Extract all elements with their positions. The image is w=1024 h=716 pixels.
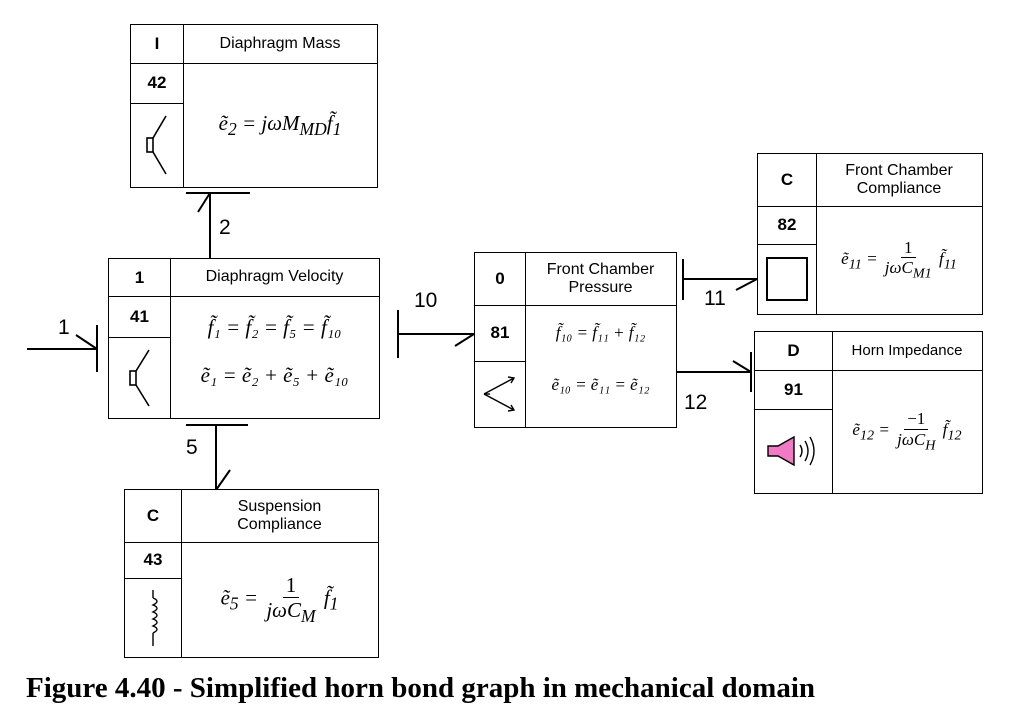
- bond-5-half-arrow: [215, 469, 231, 491]
- block-id: 41: [130, 306, 149, 326]
- equation-effort: ẽ₁₀ = ẽ₁₁ = ẽ₁₂: [551, 375, 650, 395]
- block-id: 81: [490, 323, 510, 343]
- chamber-icon: [758, 244, 816, 314]
- bond-label-12: 12: [684, 391, 708, 414]
- block-type-label: C: [780, 170, 794, 190]
- bond-10-half-arrow: [454, 333, 475, 347]
- block-name: Diaphragm Mass: [219, 34, 341, 52]
- diaphragm-icon: [131, 103, 183, 187]
- block-name: Horn Impedance: [851, 342, 963, 360]
- block-type-label: 0: [495, 269, 505, 289]
- bond-label-5: 5: [186, 436, 198, 459]
- diaphragm-mass-block: I Diaphragm Mass 42 ẽ2 = jωMMDf̃1: [130, 24, 378, 188]
- block-id: 43: [143, 550, 163, 570]
- block-name: Suspension Compliance: [237, 497, 322, 533]
- spring-icon: [125, 578, 181, 657]
- junction-icon: [475, 361, 525, 427]
- block-name: Front Chamber Pressure: [546, 260, 655, 296]
- block-type-label: C: [146, 506, 160, 526]
- bond-11-half-arrow: [735, 278, 758, 291]
- block-id: 82: [777, 215, 797, 235]
- figure-caption: Figure 4.40 - Simplified horn bond graph…: [26, 672, 816, 704]
- block-type-label: 1: [134, 267, 145, 287]
- bond-label-1: 1: [58, 316, 70, 339]
- bond-label-2: 2: [219, 216, 231, 239]
- block-id: 42: [147, 73, 167, 93]
- equation-flow: f̃₁₀ = f̃₁₁ + f̃₁₂: [555, 323, 646, 343]
- equation-mass: ẽ2 = jωMMDf̃1: [218, 110, 342, 140]
- block-name: Diaphragm Velocity: [205, 268, 344, 286]
- diaphragm-velocity-block: 1 Diaphragm Velocity 41 f̃₁ = f̃₂ = f̃₅ …: [108, 258, 380, 419]
- front-chamber-pressure-block: 0 Front Chamber Pressure 81 f̃₁₀ = f̃₁₁ …: [474, 252, 677, 428]
- equation-flow: f̃₁ = f̃₂ = f̃₅ = f̃₁₀: [207, 314, 342, 339]
- speaker-icon: [755, 409, 832, 493]
- block-type-label: I: [154, 34, 160, 54]
- diaphragm-icon: [109, 337, 170, 418]
- block-id: 91: [784, 379, 803, 399]
- bond-12-half-arrow: [732, 360, 752, 373]
- equation-effort: ẽ₁ = ẽ₂ + ẽ₅ + ẽ₁₀: [200, 362, 349, 387]
- bond-2-half-arrow: [197, 192, 211, 213]
- block-type-label: D: [787, 341, 800, 361]
- bond-label-10: 10: [414, 289, 438, 312]
- block-name: Front Chamber Compliance: [845, 161, 953, 197]
- bond-label-11: 11: [704, 287, 726, 310]
- bond-1-half-arrow: [75, 334, 98, 350]
